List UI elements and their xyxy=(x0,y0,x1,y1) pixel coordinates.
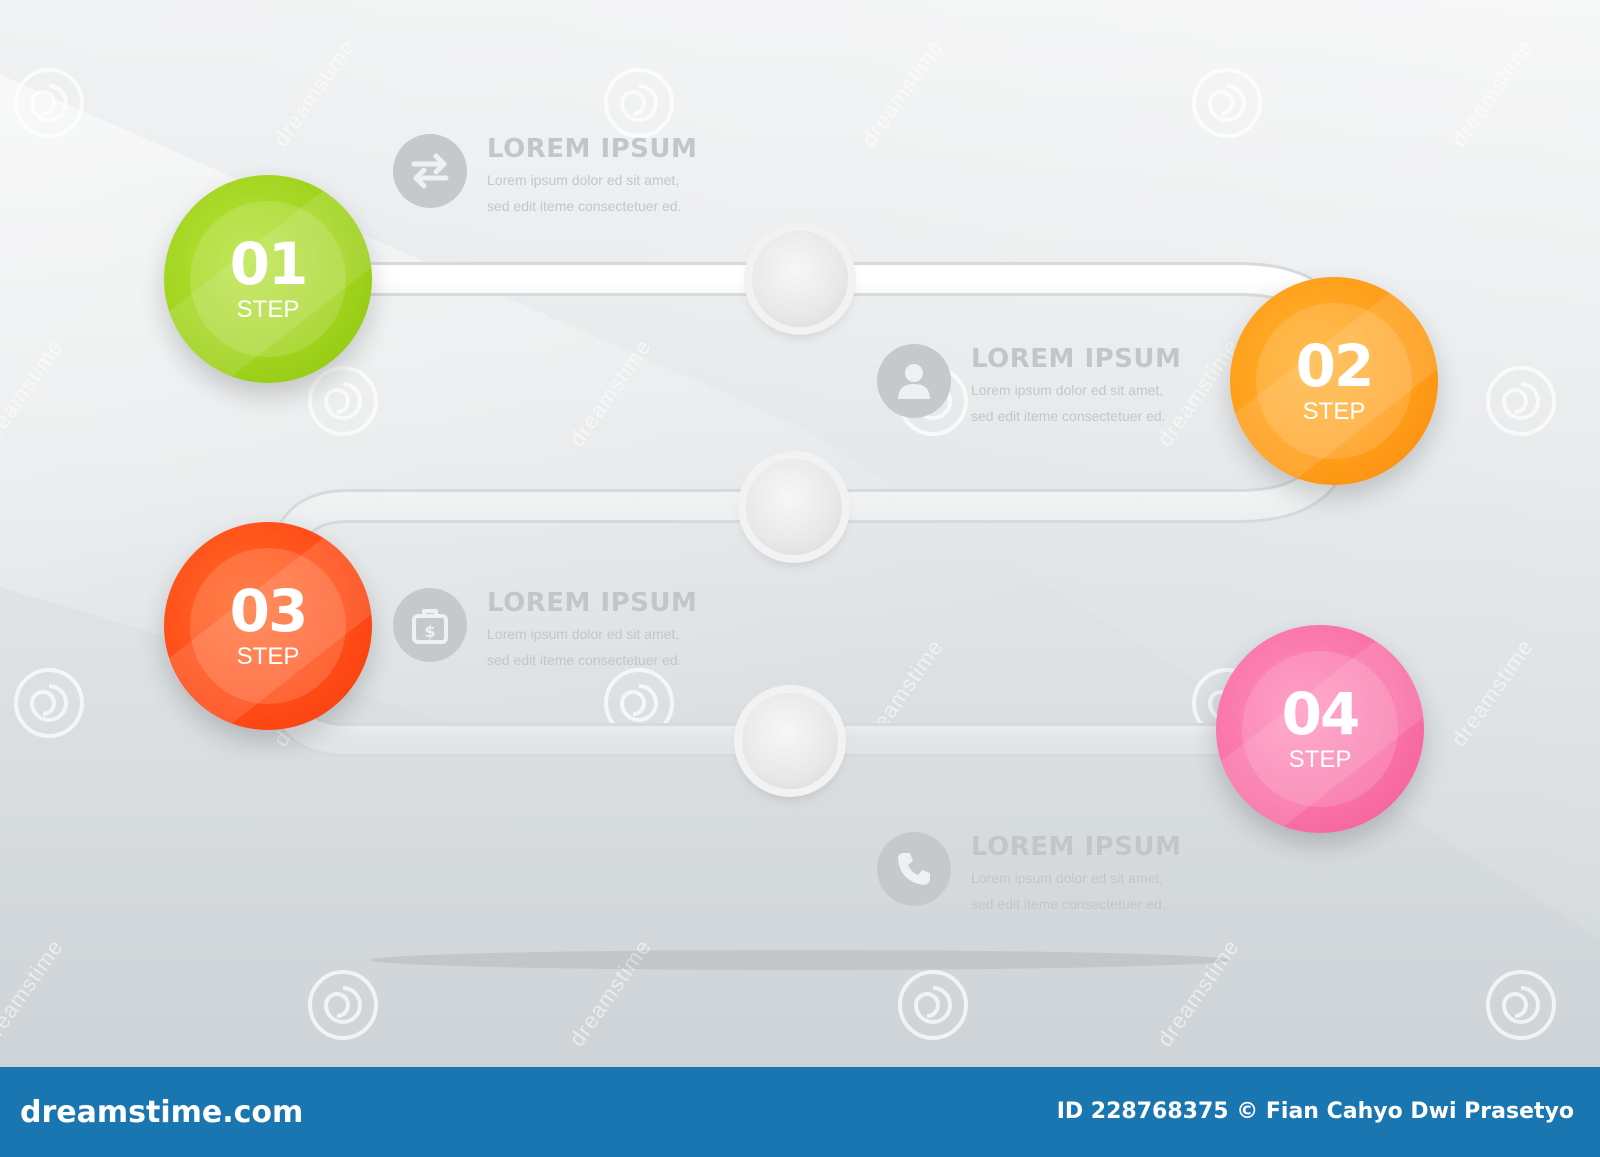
connector-node xyxy=(746,459,842,555)
info-block-4: LOREM IPSUM Lorem ipsum dolor ed sit ame… xyxy=(877,832,1217,922)
watermark-spiral-icon xyxy=(308,366,378,436)
step-circle-04: 04 STEP xyxy=(1216,625,1424,833)
step-number: 03 xyxy=(229,576,309,645)
info-text-line: sed edit iteme consectetuer ed. xyxy=(971,408,1166,424)
info-text-line: sed edit iteme consectetuer ed. xyxy=(487,198,682,214)
watermark-spiral-icon xyxy=(14,68,84,138)
watermark-spiral-icon xyxy=(14,668,84,738)
watermark-spiral-icon xyxy=(1486,970,1556,1040)
connector-node xyxy=(752,231,848,327)
infographic-canvas: dreamstime dreamstime dreamstime dreamst… xyxy=(0,0,1600,1067)
phone-icon xyxy=(877,832,951,906)
info-block-2: LOREM IPSUM Lorem ipsum dolor ed sit ame… xyxy=(877,344,1217,434)
info-title: LOREM IPSUM xyxy=(971,344,1182,374)
info-text-line: Lorem ipsum dolor ed sit amet, xyxy=(487,172,680,188)
info-text-line: Lorem ipsum dolor ed sit amet, xyxy=(487,626,680,642)
step-label: STEP xyxy=(236,642,300,670)
step-number: 04 xyxy=(1281,679,1361,748)
step-circle-02: 02 STEP xyxy=(1230,277,1438,485)
step-number: 01 xyxy=(229,229,309,298)
brand-logo[interactable]: dreamstime.com xyxy=(20,1095,304,1130)
watermark-spiral-icon xyxy=(1192,68,1262,138)
step-label: STEP xyxy=(1288,745,1352,773)
step-label: STEP xyxy=(1302,397,1366,425)
step-label: STEP xyxy=(236,295,300,323)
info-title: LOREM IPSUM xyxy=(487,134,698,164)
info-text-line: sed edit iteme consectetuer ed. xyxy=(971,896,1166,912)
step-circle-03: 03 STEP xyxy=(164,522,372,730)
info-title: LOREM IPSUM xyxy=(487,588,698,618)
info-block-1: LOREM IPSUM Lorem ipsum dolor ed sit ame… xyxy=(393,134,733,224)
step-circle-01: 01 STEP xyxy=(164,175,372,383)
user-icon xyxy=(877,344,951,418)
money-bag-icon: $ xyxy=(393,588,467,662)
footer-bar: dreamstime.com ID 228768375 © Fian Cahyo… xyxy=(0,1067,1600,1157)
watermark-spiral-icon xyxy=(1486,366,1556,436)
watermark-spiral-icon xyxy=(898,970,968,1040)
info-text-line: Lorem ipsum dolor ed sit amet, xyxy=(971,382,1164,398)
step-number: 02 xyxy=(1295,331,1375,400)
info-block-3: $ LOREM IPSUM Lorem ipsum dolor ed sit a… xyxy=(393,588,733,678)
svg-text:$: $ xyxy=(424,622,435,641)
image-credit: ID 228768375 © Fian Cahyo Dwi Prasetyo xyxy=(1056,1099,1574,1124)
exchange-icon xyxy=(393,134,467,208)
info-text-line: sed edit iteme consectetuer ed. xyxy=(487,652,682,668)
info-title: LOREM IPSUM xyxy=(971,832,1182,862)
connector-node xyxy=(742,693,838,789)
info-text-line: Lorem ipsum dolor ed sit amet, xyxy=(971,870,1164,886)
watermark-spiral-icon xyxy=(604,68,674,138)
watermark-spiral-icon xyxy=(308,970,378,1040)
